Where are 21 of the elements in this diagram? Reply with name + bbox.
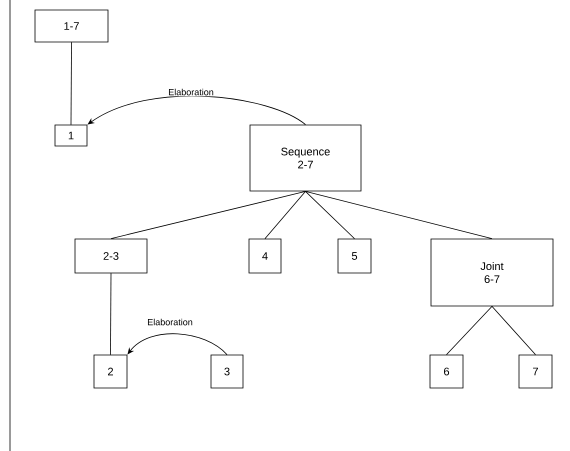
edge-label: Elaboration [167,88,215,96]
node-box: 6 [430,354,464,388]
connector [492,306,536,355]
node-box: Sequence 2-7 [250,124,362,192]
node-box: 1-7 [34,10,108,42]
node-box: 5 [338,238,372,274]
node-box: 1 [54,124,88,146]
node-box: 7 [518,354,552,388]
node-box: Joint 6-7 [430,238,554,306]
connector [305,191,355,239]
connector [110,191,306,239]
node-box: 2 [94,354,128,388]
node-box: 4 [248,238,282,274]
connector [110,273,112,355]
connector [446,306,492,355]
node-box: 2-3 [74,238,148,274]
connector [305,191,492,239]
node-box: 3 [210,354,244,388]
edge-label: Elaboration [146,318,194,326]
connector [264,191,306,239]
connector [70,42,72,125]
